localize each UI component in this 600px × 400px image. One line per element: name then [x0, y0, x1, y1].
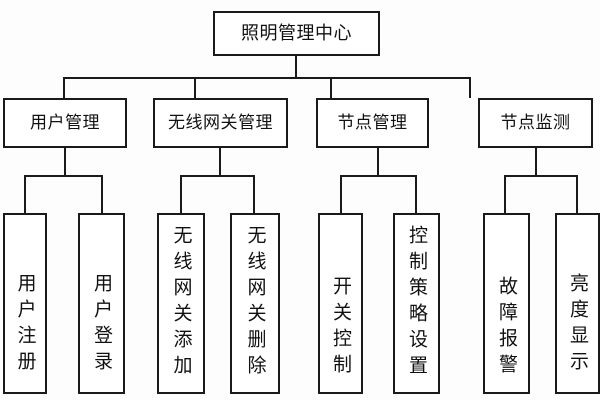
- connector-branch-4-stem: [535, 148, 537, 176]
- connector-branch-4-drop-b: [576, 175, 578, 213]
- connector-branch-2-stem: [219, 148, 221, 176]
- node-leaf-3-label: 无线网关添加: [170, 225, 193, 381]
- connector-branch-1-drop-a: [24, 175, 26, 213]
- node-root-label: 照明管理中心: [241, 22, 352, 44]
- connector-branch-2-drop-b: [253, 175, 255, 213]
- node-leaf-wireless-gateway-delete[interactable]: 无线网关删除: [230, 213, 280, 394]
- connector-level1-bus: [63, 77, 471, 79]
- connector-drop-branch-4: [469, 77, 471, 98]
- node-leaf-control-strategy-settings[interactable]: 控制策略设置: [393, 213, 440, 394]
- connector-branch-3-drop-b: [415, 175, 417, 213]
- connector-drop-branch-2: [194, 77, 196, 98]
- node-branch-node-monitoring[interactable]: 节点监测: [478, 98, 593, 148]
- connector-branch-1-stem: [64, 148, 66, 176]
- node-branch-1-label: 用户管理: [30, 112, 100, 133]
- node-leaf-user-registration[interactable]: 用户注册: [3, 213, 47, 394]
- connector-branch-3-bus: [340, 175, 417, 177]
- node-branch-2-label: 无线网关管理: [168, 112, 273, 133]
- node-leaf-5-label: 开关控制: [330, 276, 352, 380]
- connector-branch-4-drop-a: [504, 175, 506, 213]
- node-leaf-wireless-gateway-add[interactable]: 无线网关添加: [157, 213, 205, 394]
- node-root-lighting-management-center[interactable]: 照明管理中心: [213, 11, 380, 56]
- connector-branch-2-bus: [180, 175, 255, 177]
- connector-branch-2-drop-a: [180, 175, 182, 213]
- connector-root-stem: [295, 56, 297, 78]
- connector-branch-3-stem: [377, 148, 379, 176]
- node-leaf-4-label: 无线网关删除: [244, 225, 267, 381]
- node-branch-wireless-gateway-management[interactable]: 无线网关管理: [153, 98, 288, 148]
- node-leaf-7-label: 故障报警: [496, 276, 518, 380]
- node-leaf-6-label: 控制策略设置: [406, 225, 428, 381]
- connector-branch-1-drop-b: [101, 175, 103, 213]
- connector-drop-branch-3: [330, 77, 332, 98]
- node-branch-3-label: 节点管理: [337, 112, 408, 133]
- node-leaf-2-label: 用户登录: [91, 272, 113, 377]
- node-leaf-fault-alarm[interactable]: 故障报警: [483, 213, 530, 394]
- connector-branch-4-bus: [504, 175, 578, 177]
- node-leaf-switch-control[interactable]: 开关控制: [318, 213, 363, 394]
- node-branch-node-management[interactable]: 节点管理: [316, 98, 429, 148]
- node-leaf-1-label: 用户注册: [14, 272, 37, 377]
- node-branch-user-management[interactable]: 用户管理: [3, 98, 127, 148]
- connector-branch-1-bus: [24, 175, 103, 177]
- connector-branch-3-drop-a: [340, 175, 342, 213]
- node-leaf-brightness-display[interactable]: 亮度显示: [555, 213, 600, 394]
- connector-drop-branch-1: [63, 77, 65, 98]
- node-leaf-user-login[interactable]: 用户登录: [78, 213, 125, 394]
- node-branch-4-label: 节点监测: [500, 112, 571, 133]
- node-leaf-8-label: 亮度显示: [567, 272, 589, 377]
